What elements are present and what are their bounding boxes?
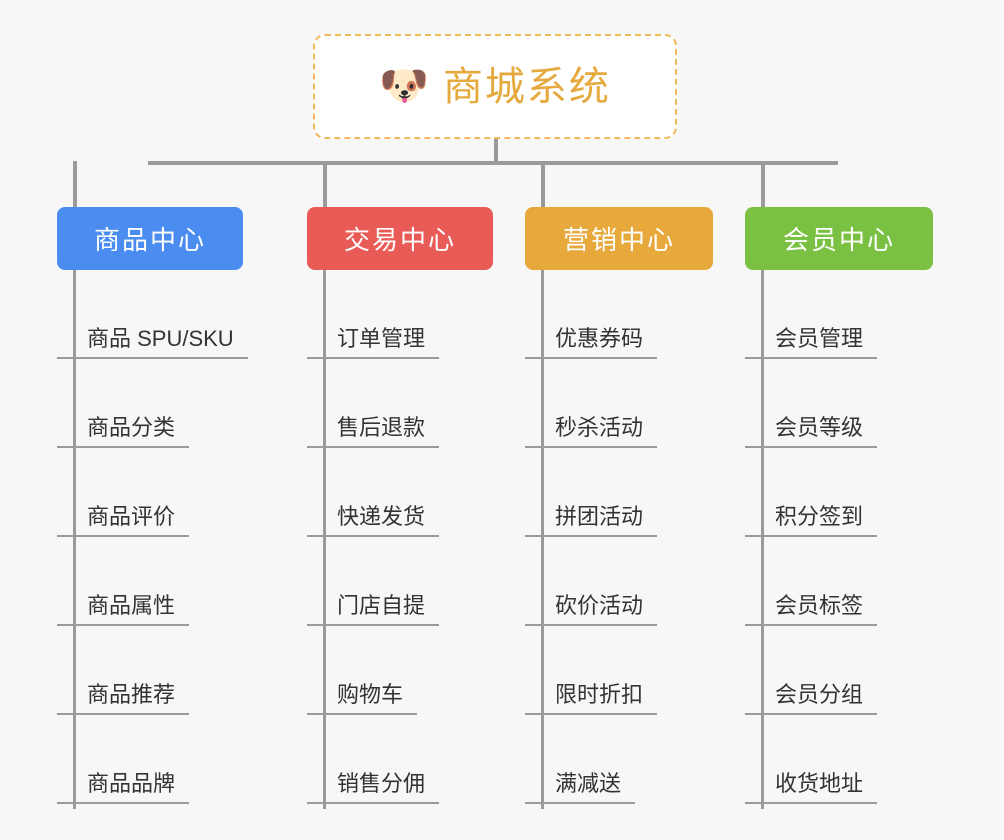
leaf-item-label: 商品品牌: [57, 771, 190, 804]
branch-list-1: 商品 SPU/SKU 商品分类商品评价商品属性商品推荐商品品牌: [57, 270, 248, 809]
leaf-item[interactable]: 满减送: [525, 715, 713, 804]
branch-list-3: 优惠券码秒杀活动拼团活动砍价活动限时折扣满减送: [525, 270, 713, 809]
branch-list-4: 会员管理会员等级积分签到会员标签会员分组收货地址: [745, 270, 933, 809]
branch-list-2: 订单管理售后退款快递发货门店自提购物车销售分佣: [307, 270, 493, 809]
leaf-item-label: 限时折扣: [525, 682, 658, 715]
leaf-item[interactable]: 订单管理: [307, 270, 493, 359]
branch-column-1: 商品中心商品 SPU/SKU 商品分类商品评价商品属性商品推荐商品品牌: [57, 207, 248, 809]
leaf-item[interactable]: 积分签到: [745, 448, 933, 537]
leaf-item[interactable]: 购物车: [307, 626, 493, 715]
branch-trunk-line: [761, 270, 764, 809]
leaf-item[interactable]: 优惠券码: [525, 270, 713, 359]
connector-drop-3: [541, 161, 545, 207]
connector-drop-4: [761, 161, 765, 207]
leaf-item-label: 购物车: [307, 682, 418, 715]
leaf-item-label: 秒杀活动: [525, 415, 658, 448]
category-box-1[interactable]: 商品中心: [57, 207, 243, 270]
leaf-item[interactable]: 商品分类: [57, 359, 243, 448]
connector-drop-2: [323, 161, 327, 207]
leaf-item-label: 会员等级: [745, 415, 878, 448]
leaf-item-label: 售后退款: [307, 415, 440, 448]
category-label: 会员中心: [782, 225, 895, 255]
leaf-item-label: 商品推荐: [57, 682, 190, 715]
leaf-item-label: 会员标签: [745, 593, 878, 626]
leaf-item-label: 商品属性: [57, 593, 190, 626]
branch-column-3: 营销中心优惠券码秒杀活动拼团活动砍价活动限时折扣满减送: [525, 207, 713, 809]
leaf-item[interactable]: 砍价活动: [525, 537, 713, 626]
branch-trunk-line: [73, 270, 76, 809]
category-label: 商品中心: [93, 225, 206, 255]
leaf-item-label: 砍价活动: [525, 593, 658, 626]
category-box-3[interactable]: 营销中心: [525, 207, 713, 270]
leaf-item-label: 商品 SPU/SKU: [57, 326, 248, 359]
branch-trunk-line: [541, 270, 544, 809]
leaf-item[interactable]: 快递发货: [307, 448, 493, 537]
leaf-item[interactable]: 收货地址: [745, 715, 933, 804]
leaf-item[interactable]: 会员等级: [745, 359, 933, 448]
leaf-item-label: 优惠券码: [525, 326, 658, 359]
dog-face-icon: 🐶: [379, 63, 429, 108]
leaf-item-label: 门店自提: [307, 593, 440, 626]
leaf-item-label: 商品评价: [57, 504, 190, 537]
leaf-item[interactable]: 商品属性: [57, 537, 243, 626]
leaf-item-label: 快递发货: [307, 504, 440, 537]
leaf-item[interactable]: 拼团活动: [525, 448, 713, 537]
connector-drop-1: [73, 161, 77, 207]
leaf-item[interactable]: 限时折扣: [525, 626, 713, 715]
category-box-4[interactable]: 会员中心: [745, 207, 933, 270]
connector-bus: [148, 161, 838, 165]
page-title: 商城系统: [442, 64, 611, 109]
leaf-item-label: 订单管理: [307, 326, 440, 359]
leaf-item-label: 会员管理: [745, 326, 878, 359]
leaf-item[interactable]: 商品推荐: [57, 626, 243, 715]
branch-column-4: 会员中心会员管理会员等级积分签到会员标签会员分组收货地址: [745, 207, 933, 809]
leaf-item[interactable]: 售后退款: [307, 359, 493, 448]
root-node[interactable]: 🐶 商城系统: [313, 34, 677, 139]
leaf-item-label: 销售分佣: [307, 771, 440, 804]
branch-trunk-line: [323, 270, 326, 809]
leaf-item[interactable]: 会员标签: [745, 537, 933, 626]
leaf-item[interactable]: 门店自提: [307, 537, 493, 626]
leaf-item[interactable]: 商品评价: [57, 448, 243, 537]
leaf-item[interactable]: 商品品牌: [57, 715, 243, 804]
leaf-item[interactable]: 商品 SPU/SKU: [57, 270, 248, 359]
category-label: 交易中心: [343, 225, 456, 255]
leaf-item-label: 商品分类: [57, 415, 190, 448]
leaf-item-label: 收货地址: [745, 771, 878, 804]
leaf-item[interactable]: 会员分组: [745, 626, 933, 715]
leaf-item[interactable]: 会员管理: [745, 270, 933, 359]
category-label: 营销中心: [562, 225, 675, 255]
leaf-item[interactable]: 销售分佣: [307, 715, 493, 804]
leaf-item-label: 积分签到: [745, 504, 878, 537]
connector-stem: [494, 139, 498, 164]
branch-column-2: 交易中心订单管理售后退款快递发货门店自提购物车销售分佣: [307, 207, 493, 809]
leaf-item[interactable]: 秒杀活动: [525, 359, 713, 448]
leaf-item-label: 拼团活动: [525, 504, 658, 537]
category-box-2[interactable]: 交易中心: [307, 207, 493, 270]
leaf-item-label: 会员分组: [745, 682, 878, 715]
leaf-item-label: 满减送: [525, 771, 636, 804]
